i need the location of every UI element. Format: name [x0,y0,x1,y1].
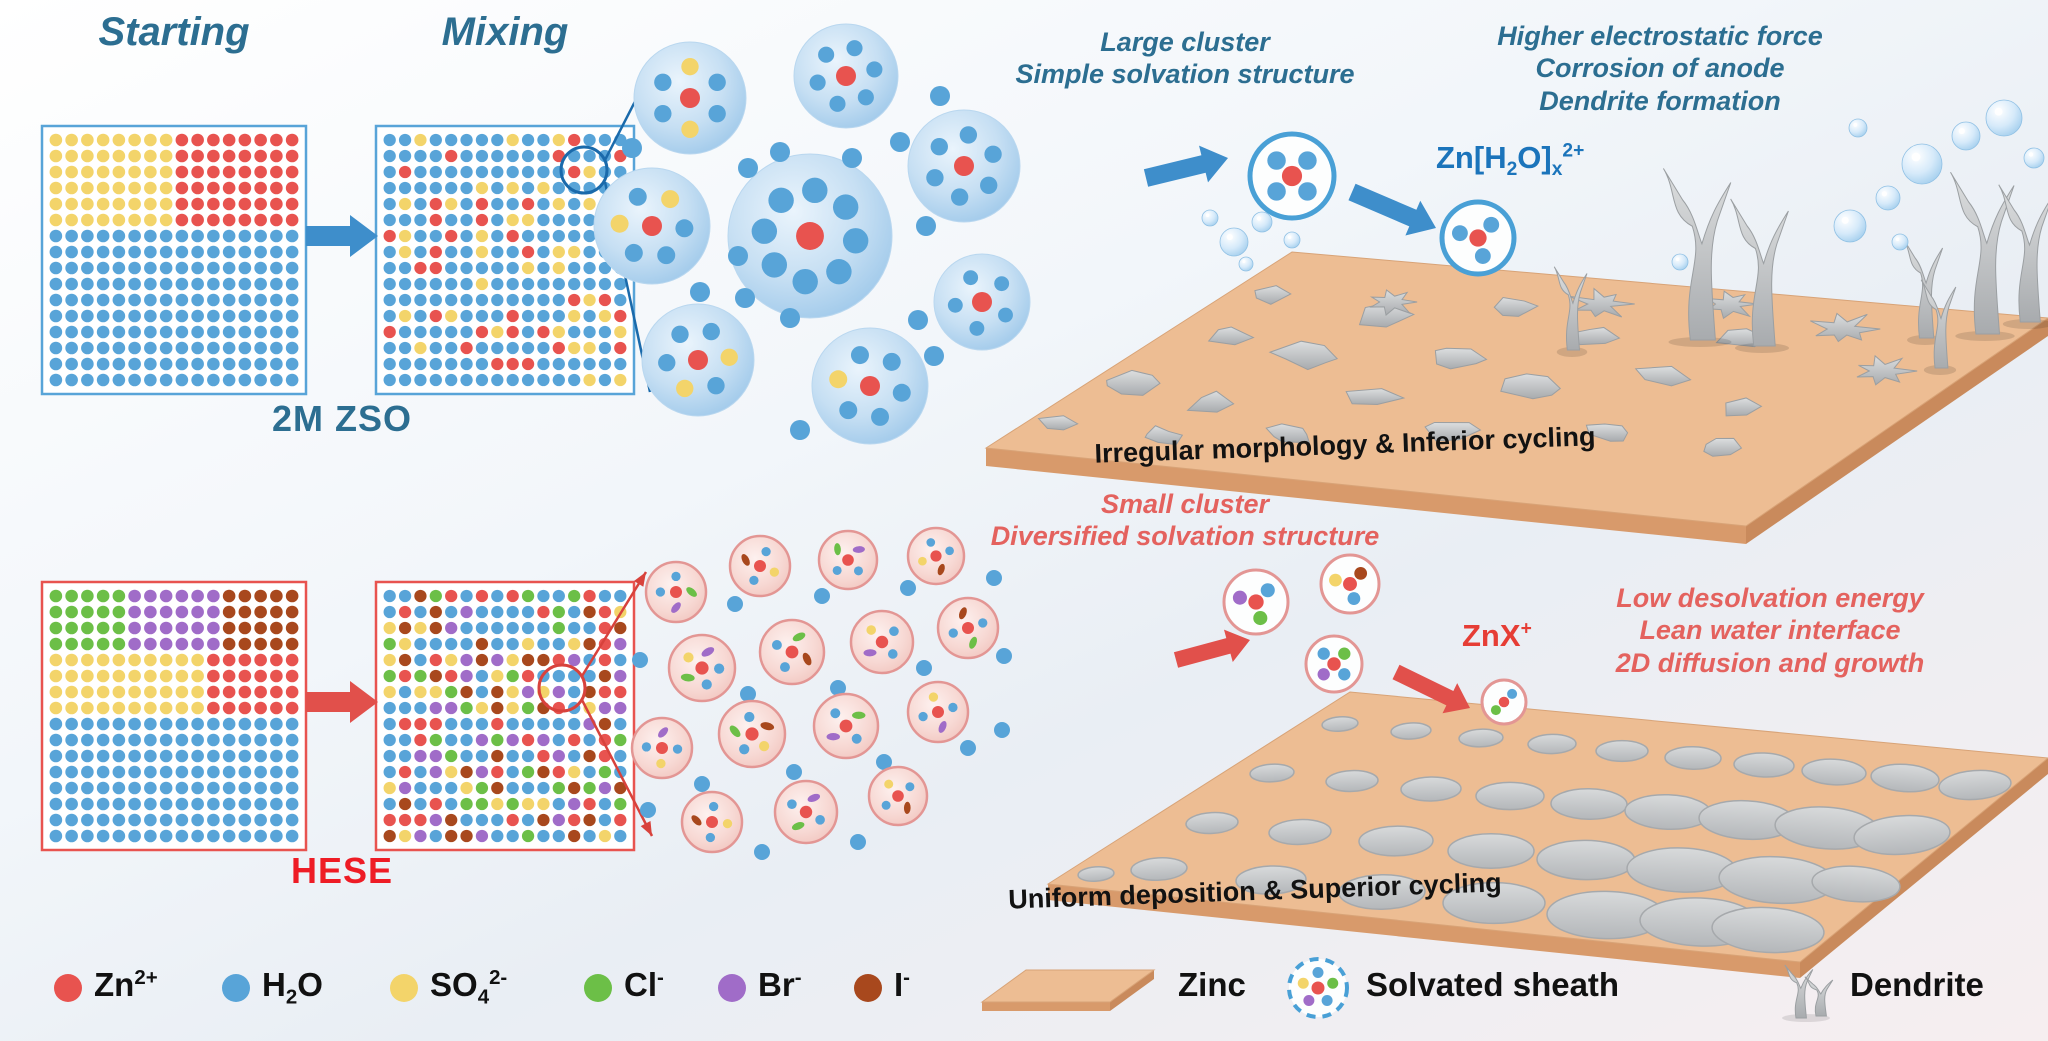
text-segment: Zinc [1178,966,1246,1003]
zso-mix-grid [374,124,636,396]
text-segment: I [894,966,904,1003]
legend-label: Dendrite [1850,966,1984,1004]
annotation-small-cluster: Small cluster Diversified solvation stru… [935,488,1435,553]
text-segment: O] [1517,140,1552,175]
annotation-line: Higher electrostatic force [1497,21,1823,51]
annotation-line: Diversified solvation structure [990,521,1380,552]
text-segment: - [657,966,664,989]
label-mixing: Mixing [441,10,569,54]
legend-icons [54,957,1834,1022]
zso-start-grid [40,124,308,396]
uniform-pebbles [1077,715,2012,954]
label-hese: HESE [290,850,394,891]
text-segment: ZnX [1462,618,1521,653]
text-segment: 2 [1506,159,1518,181]
text-segment: + [1520,618,1532,640]
legend-label: Solvated sheath [1366,966,1619,1004]
annotation-line: Lean water interface [1639,615,1901,646]
text-segment: 2+ [134,966,158,989]
text-segment: - [794,966,802,989]
text-segment: x [1551,159,1563,181]
annotation-line: Large cluster [1100,27,1270,57]
hese-mix-grid [374,580,636,852]
small-clusters [630,526,1012,860]
legend-label: I- [894,966,910,1004]
text-segment: 2- [489,966,508,989]
annotation-bottom-right: Low desolvation energy Lean water interf… [1520,582,2020,679]
text-segment: Dendrite [1850,966,1984,1003]
text-segment: SO [430,966,478,1003]
magnifier [537,571,654,837]
text-segment: Cl [624,966,657,1003]
legend-label: Br- [758,966,802,1004]
legend-label: H2O [262,966,323,1010]
text-segment: 2+ [1562,140,1585,162]
legend-label: Cl- [624,966,664,1004]
large-cluster [593,23,1031,445]
text-segment: Zn[H [1436,140,1507,175]
legend-label: Zn2+ [94,966,158,1004]
text-segment: O [297,966,323,1003]
legend-label: Zinc [1178,966,1246,1004]
label-2m-zso: 2M ZSO [271,398,412,439]
text-segment: Zn [94,966,135,1003]
label-starting: Starting [98,10,250,54]
dendrite-debris [1037,99,2048,457]
text-segment: Solvated sheath [1366,966,1620,1003]
text-segment: 4 [477,985,490,1009]
formula-zn-h2o: Zn[H2O]x2+ [1436,140,1584,181]
text-segment: Br [758,966,795,1003]
legend-label: SO42- [430,966,507,1010]
annotation-line: Dendrite formation [1539,85,1781,116]
sheaths-bottom [1222,553,1528,726]
arrows [306,145,1470,723]
annotation-line: Simple solvation structure [1015,59,1355,90]
annotation-line: 2D diffusion and growth [1615,647,1925,678]
annotation-line: Corrosion of anode [1535,53,1785,84]
text-segment: H [262,966,286,1003]
annotation-line: Low desolvation energy [1616,583,1924,613]
hese-start-grid [40,580,308,852]
annotation-large-cluster: Large cluster Simple solvation structure [935,26,1435,91]
annotation-top-right: Higher electrostatic force Corrosion of … [1410,20,1910,117]
text-segment: - [903,966,910,989]
text-segment: 2 [285,985,298,1009]
formula-znx: ZnX+ [1462,618,1532,654]
sheaths-top [1247,131,1517,277]
annotation-line: Small cluster [1100,489,1270,519]
